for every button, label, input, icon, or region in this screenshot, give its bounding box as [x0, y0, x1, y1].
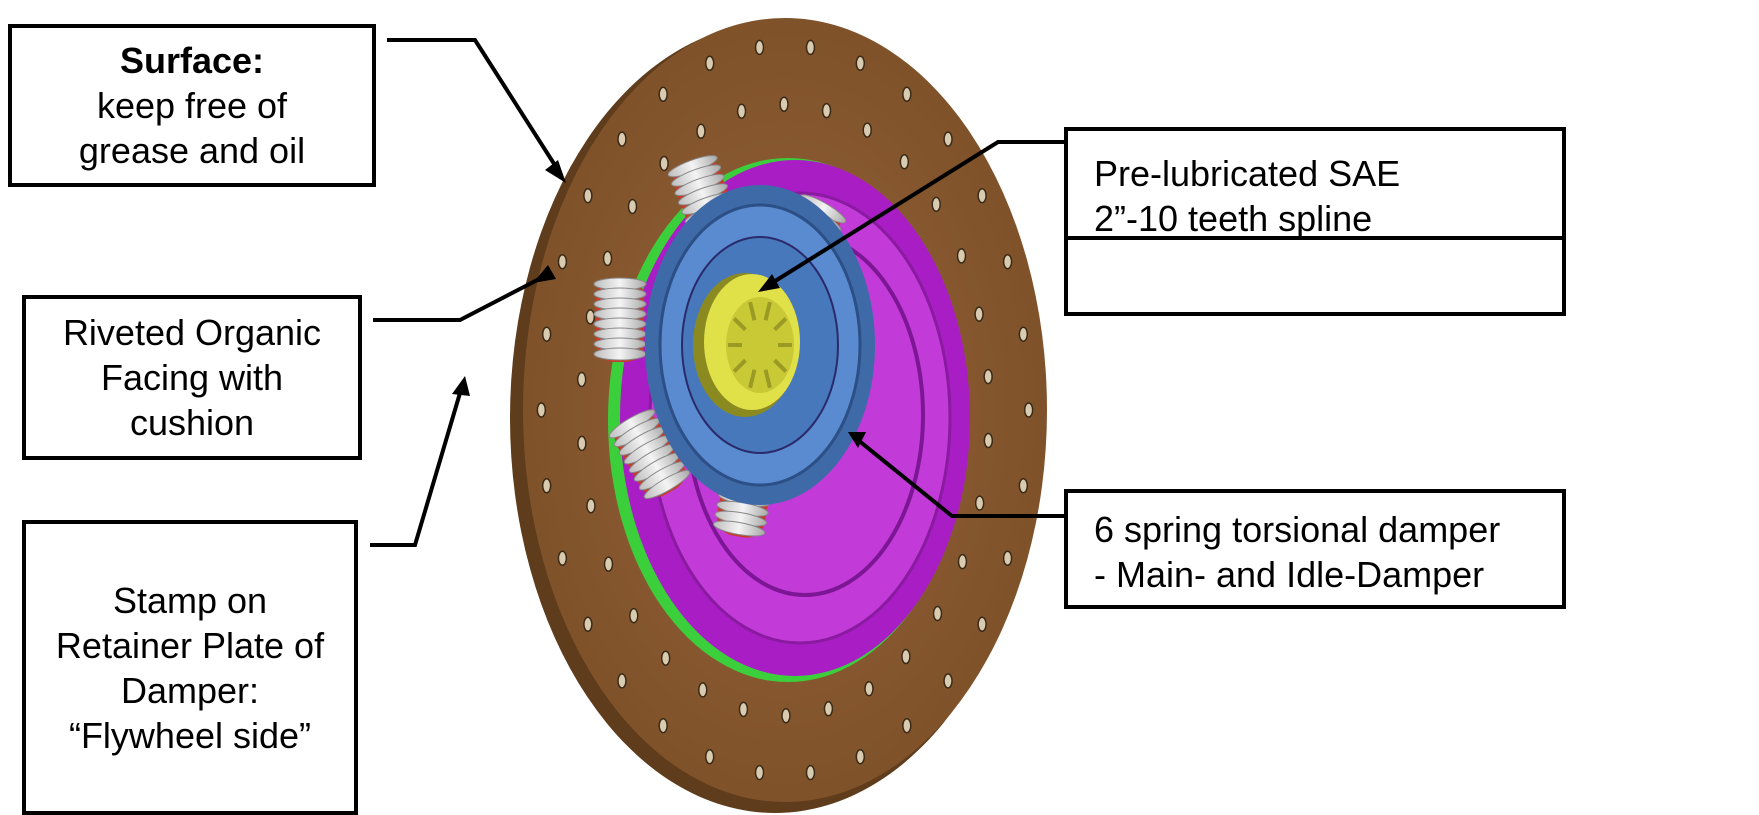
rivet-icon: [586, 310, 594, 324]
rivet-icon: [900, 155, 908, 169]
rivet-icon: [902, 650, 910, 664]
rivet-icon: [1019, 479, 1027, 493]
callout-stamp-line-4: “Flywheel side”: [26, 713, 354, 758]
coil-spring-icon: [594, 278, 646, 362]
rivet-icon: [934, 607, 942, 621]
rivet-icon: [578, 372, 586, 386]
arrowhead-stamp: [452, 376, 470, 396]
rivet-icon: [756, 40, 764, 54]
rivet-icon: [856, 56, 864, 70]
rivet-icon: [780, 97, 788, 111]
rivet-icon: [662, 651, 670, 665]
rivet-icon: [578, 436, 586, 450]
rivet-icon: [958, 555, 966, 569]
rivet-icon: [903, 719, 911, 733]
callout-damper: 6 spring torsional damper - Main- and Id…: [1064, 489, 1566, 609]
leader-surface: [387, 40, 558, 170]
callout-stamp-line-2: Retainer Plate of: [26, 623, 354, 668]
rivet-icon: [618, 674, 626, 688]
rivet-icon: [824, 702, 832, 716]
rivet-icon: [863, 123, 871, 137]
rivet-icon: [618, 132, 626, 146]
rivet-icon: [605, 557, 613, 571]
callout-surface-line-2: grease and oil: [12, 128, 372, 173]
callout-facing: Riveted Organic Facing with cushion: [22, 295, 362, 460]
callout-spline-line-2: 2”-10 teeth spline: [1094, 196, 1562, 241]
callout-spline: Pre-lubricated SAE 2”-10 teeth spline: [1064, 127, 1566, 316]
rivet-icon: [628, 199, 636, 213]
rivet-icon: [706, 750, 714, 764]
rivet-icon: [903, 87, 911, 101]
rivet-icon: [975, 307, 983, 321]
rivet-icon: [558, 551, 566, 565]
rivet-icon: [944, 674, 952, 688]
callout-facing-line-3: cushion: [26, 400, 358, 445]
rivet-icon: [587, 499, 595, 513]
rivet-icon: [978, 617, 986, 631]
rivet-icon: [756, 766, 764, 780]
rivet-icon: [630, 609, 638, 623]
clutch-disc-illustration: [510, 18, 1047, 813]
rivet-icon: [543, 327, 551, 341]
rivet-icon: [739, 702, 747, 716]
rivet-icon: [782, 709, 790, 723]
callout-surface: Surface: keep free of grease and oil: [8, 24, 376, 187]
rivet-icon: [856, 750, 864, 764]
callout-stamp-line-3: Damper:: [26, 668, 354, 713]
callout-surface-line-1: keep free of: [12, 83, 372, 128]
callout-spline-line-1: Pre-lubricated SAE: [1094, 151, 1562, 196]
callout-surface-title: Surface:: [12, 38, 372, 83]
callout-damper-line-2: - Main- and Idle-Damper: [1094, 552, 1562, 597]
rivet-icon: [584, 189, 592, 203]
rivet-icon: [984, 434, 992, 448]
rivet-icon: [660, 156, 668, 170]
callout-facing-line-2: Facing with: [26, 355, 358, 400]
arrowhead-surface: [545, 160, 566, 183]
rivet-icon: [1019, 327, 1027, 341]
callout-stamp-line-1: Stamp on: [26, 578, 354, 623]
leader-stamp: [370, 393, 460, 545]
rivet-icon: [944, 132, 952, 146]
rivet-icon: [806, 40, 814, 54]
callout-stamp: Stamp on Retainer Plate of Damper: “Flyw…: [22, 520, 358, 815]
rivet-icon: [806, 766, 814, 780]
rivet-icon: [558, 255, 566, 269]
rivet-icon: [1004, 255, 1012, 269]
rivet-icon: [699, 683, 707, 697]
callout-spline-text: Pre-lubricated SAE 2”-10 teeth spline: [1068, 131, 1562, 240]
rivet-icon: [697, 124, 705, 138]
rivet-icon: [1025, 403, 1033, 417]
rivet-icon: [659, 719, 667, 733]
rivet-icon: [976, 496, 984, 510]
rivet-icon: [984, 370, 992, 384]
leader-facing: [373, 276, 545, 320]
rivet-icon: [865, 682, 873, 696]
rivet-icon: [738, 104, 746, 118]
rivet-icon: [957, 249, 965, 263]
rivet-icon: [932, 197, 940, 211]
rivet-icon: [537, 403, 545, 417]
rivet-icon: [604, 251, 612, 265]
rivet-icon: [659, 87, 667, 101]
rivet-icon: [1004, 551, 1012, 565]
rivet-icon: [978, 189, 986, 203]
rivet-icon: [823, 104, 831, 118]
rivet-icon: [706, 56, 714, 70]
callout-facing-line-1: Riveted Organic: [26, 310, 358, 355]
rivet-icon: [584, 617, 592, 631]
callout-damper-line-1: 6 spring torsional damper: [1094, 507, 1562, 552]
rivet-icon: [543, 479, 551, 493]
